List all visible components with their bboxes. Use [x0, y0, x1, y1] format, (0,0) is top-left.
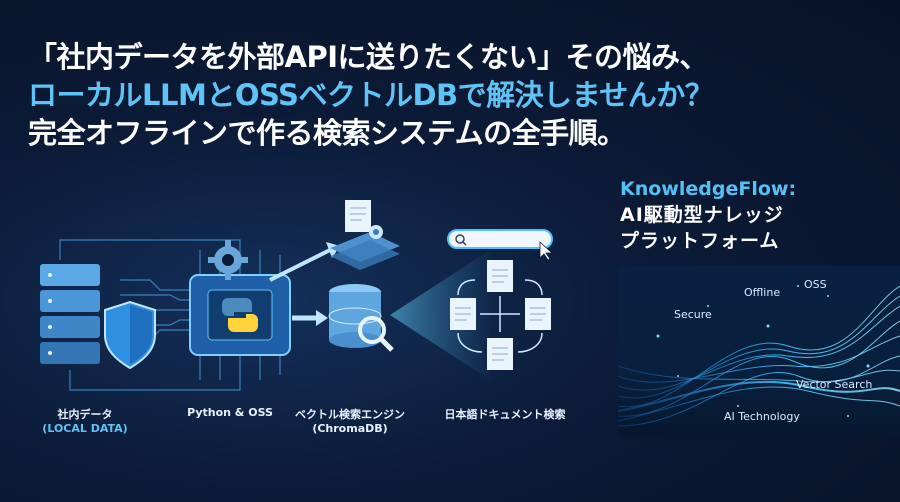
headline-line-2: ローカルLLMとOSSベクトルDBで解決しませんか？ [28, 78, 714, 112]
caption-local-data-main: 社内データ [57, 408, 113, 421]
brand-name: KnowledgeFlow: [620, 178, 797, 200]
wave-tag-oss: OSS [804, 278, 827, 291]
brand-tagline-2: プラットフォーム [620, 230, 780, 252]
headline: 「社内データを外部APIに送りたくない」その悩み、 ローカルLLMとOSSベクト… [28, 38, 788, 152]
caption-vector-engine-main: ベクトル検索エンジン [295, 408, 405, 421]
server-icon [40, 264, 100, 364]
caption-local-data: 社内データ (LOCAL DATA) [30, 406, 140, 435]
headline-line-1: 「社内データを外部APIに送りたくない」その悩み、 [28, 40, 709, 74]
wave-illustration: Secure Offline OSS Vector Search AI Tech… [618, 266, 900, 438]
caption-vector-engine-sub: (ChromaDB) [312, 422, 388, 435]
pipeline-diagram: 社内データ (LOCAL DATA) Python & OSS ベクトル検索エン… [0, 180, 610, 450]
wave-lines-graphic [618, 285, 900, 427]
caption-vector-engine: ベクトル検索エンジン (ChromaDB) [285, 406, 415, 435]
wave-tag-ai-technology: AI Technology [724, 410, 800, 423]
wave-tag-offline: Offline [744, 286, 781, 299]
caption-jp-doc-search: 日本語ドキュメント検索 [444, 408, 566, 421]
caption-python-oss: Python & OSS [187, 406, 273, 419]
wave-tag-vector-search: Vector Search [796, 378, 873, 391]
brand-tagline-1: AI駆動型ナレッジ [620, 204, 784, 226]
wave-tag-secure: Secure [674, 308, 712, 321]
brand-block: KnowledgeFlow: AI駆動型ナレッジ プラットフォーム [620, 176, 890, 254]
caption-local-data-sub: (LOCAL DATA) [42, 422, 128, 435]
headline-line-3: 完全オフラインで作る検索システムの全手順。 [28, 116, 626, 150]
pipeline-graphic [40, 200, 554, 391]
